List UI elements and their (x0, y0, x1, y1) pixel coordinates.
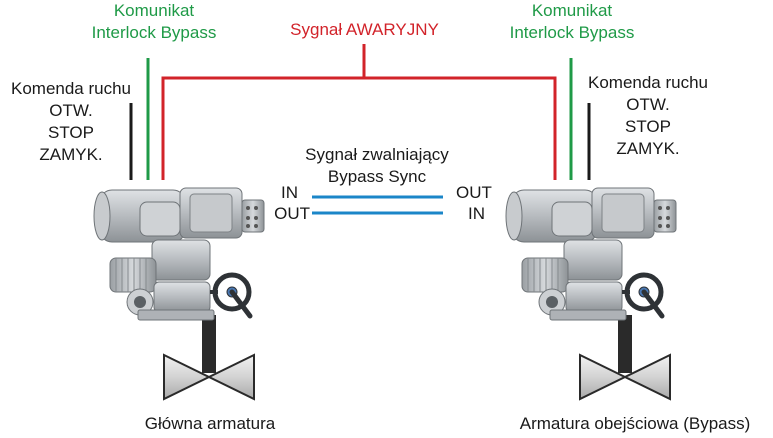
left-in-label: IN (281, 183, 298, 202)
right-interlock-label: Komunikat Interlock Bypass (497, 0, 647, 44)
left-valve (163, 314, 255, 400)
left-actuator (94, 188, 264, 320)
right-out-label: OUT (456, 183, 492, 202)
right-valve-caption: Armatura obejściowa (Bypass) (519, 414, 751, 433)
right-command-line1: Komenda ruchu (587, 73, 709, 92)
emergency-signal-label: Sygnał AWARYJNY (290, 20, 439, 39)
right-valve (579, 314, 671, 400)
right-command-line4: ZAMYK. (616, 139, 680, 158)
left-command-line4: ZAMYK. (39, 145, 103, 164)
bypass-sync-label-line1: Sygnał zwalniający (305, 145, 449, 164)
left-command-label: Komenda ruchu OTW. STOP ZAMYK. (0, 78, 142, 166)
right-command-line2: OTW. (626, 95, 670, 114)
right-interlock-label-line1: Komunikat (531, 1, 613, 20)
left-command-line3: STOP (48, 123, 94, 142)
bypass-sync-label: Sygnał zwalniający Bypass Sync (282, 144, 472, 188)
left-command-line2: OTW. (49, 101, 93, 120)
emergency-signal-line (161, 44, 557, 180)
right-actuator (506, 188, 676, 320)
right-interlock-label-line2: Interlock Bypass (509, 23, 635, 42)
right-command-label: Komenda ruchu OTW. STOP ZAMYK. (577, 72, 719, 160)
left-interlock-label: Komunikat Interlock Bypass (79, 0, 229, 44)
left-command-line1: Komenda ruchu (10, 79, 132, 98)
right-in-label: IN (468, 204, 485, 223)
left-out-label: OUT (274, 204, 310, 223)
left-interlock-label-line2: Interlock Bypass (91, 23, 217, 42)
left-interlock-label-line1: Komunikat (113, 1, 195, 20)
left-valve-caption: Główna armatura (144, 414, 276, 433)
bypass-sync-label-line2: Bypass Sync (327, 167, 427, 186)
right-command-line3: STOP (625, 117, 671, 136)
